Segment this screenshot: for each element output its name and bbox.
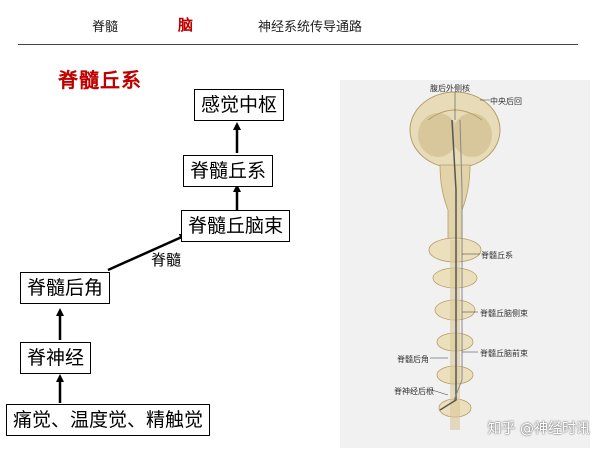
label-spinal-lemniscus: 脊髓丘系 <box>481 251 513 260</box>
section-title: 脊髓丘系 <box>58 68 142 92</box>
node-spinal-lemniscus: 脊髓丘系 <box>183 155 274 187</box>
label-dorsal-root: 脊神经后根 <box>394 387 434 396</box>
node-spinal-nerve: 脊神经 <box>20 342 92 374</box>
header-divider <box>18 44 578 45</box>
node-sensations: 痛觉、温度觉、精触觉 <box>6 404 211 436</box>
arrow-horn-to-tract <box>107 233 188 272</box>
anatomy-illustration <box>409 91 501 430</box>
header-item-spinal-cord: 脊髓 <box>92 20 119 35</box>
node-sensory-center: 感觉中枢 <box>194 89 285 121</box>
node-spinothalamic-tract: 脊髓丘脑束 <box>181 210 291 242</box>
label-vpl-nucleus: 腹后外侧核 <box>430 84 470 93</box>
watermark: 知乎 @神经时讯 <box>487 421 590 437</box>
edge-label-spinal-cord: 脊髓 <box>151 251 182 269</box>
header-item-pathways: 神经系统传导通路 <box>258 20 363 35</box>
label-lateral-tract: 脊髓丘脑侧束 <box>480 309 528 318</box>
header-item-brain: 脑 <box>178 16 194 34</box>
label-anterior-tract: 脊髓丘脑前束 <box>480 349 528 358</box>
node-posterior-horn: 脊髓后角 <box>20 272 111 304</box>
label-postcentral-gyrus: 中央后回 <box>490 97 522 106</box>
label-posterior-horn: 脊髓后角 <box>397 355 429 364</box>
